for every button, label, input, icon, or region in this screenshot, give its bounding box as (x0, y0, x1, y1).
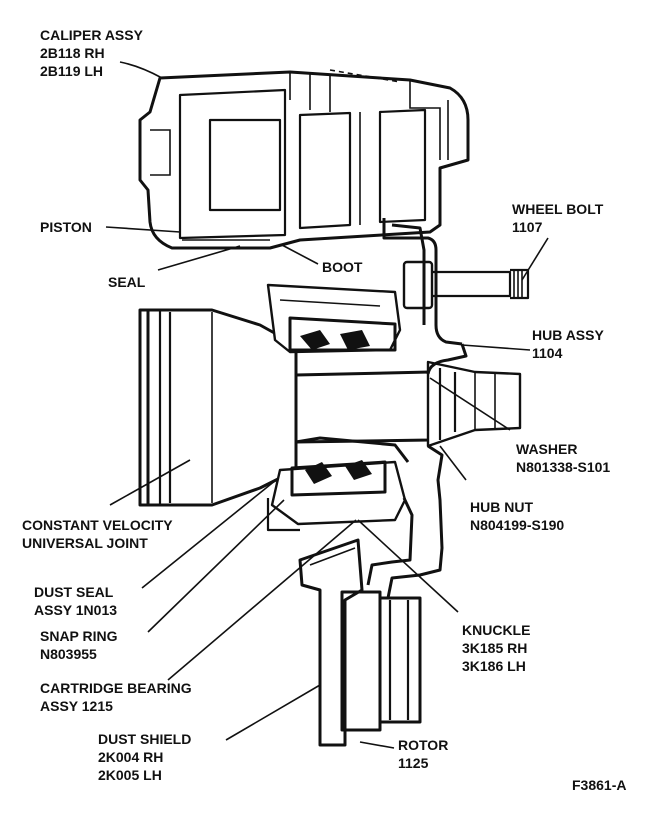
label-boot: BOOT (322, 259, 363, 275)
upper-bearing (266, 283, 402, 354)
label-hub-nut: HUB NUT N804199-S190 (470, 499, 564, 533)
svg-text:2K005 LH: 2K005 LH (98, 767, 162, 783)
lower-bearing (266, 460, 407, 532)
label-cv-joint: CONSTANT VELOCITY UNIVERSAL JOINT (22, 517, 173, 551)
svg-text:ASSY 1N013: ASSY 1N013 (34, 602, 117, 618)
svg-text:3K186 LH: 3K186 LH (462, 658, 526, 674)
label-rotor: ROTOR 1125 (398, 737, 448, 771)
svg-text:UNIVERSAL JOINT: UNIVERSAL JOINT (22, 535, 148, 551)
leader-lines (105, 61, 549, 749)
label-wheel-bolt: WHEEL BOLT 1107 (512, 201, 604, 235)
label-dust-shield: DUST SHIELD 2K004 RH 2K005 LH (98, 731, 191, 783)
svg-text:CARTRIDGE BEARING: CARTRIDGE BEARING (40, 680, 192, 696)
svg-text:WASHER: WASHER (516, 441, 577, 457)
svg-text:ASSY 1215: ASSY 1215 (40, 698, 113, 714)
svg-text:BOOT: BOOT (322, 259, 363, 275)
svg-text:1107: 1107 (512, 219, 543, 235)
svg-text:CALIPER ASSY: CALIPER ASSY (40, 27, 144, 43)
svg-text:N801338-S101: N801338-S101 (516, 459, 610, 475)
svg-text:PISTON: PISTON (40, 219, 92, 235)
label-snap-ring: SNAP RING N803955 (40, 628, 118, 662)
svg-text:WHEEL BOLT: WHEEL BOLT (512, 201, 604, 217)
svg-text:CONSTANT VELOCITY: CONSTANT VELOCITY (22, 517, 173, 533)
label-washer: WASHER N801338-S101 (516, 441, 610, 475)
knuckle (295, 343, 468, 599)
svg-text:HUB ASSY: HUB ASSY (532, 327, 604, 343)
svg-text:SNAP RING: SNAP RING (40, 628, 118, 644)
svg-text:3K185 RH: 3K185 RH (462, 640, 527, 656)
dust-shield (298, 538, 364, 747)
caliper-body (138, 69, 470, 250)
svg-text:ROTOR: ROTOR (398, 737, 448, 753)
hub-flange (382, 218, 463, 346)
figure-id: F3861-A (572, 777, 626, 793)
svg-text:N803955: N803955 (40, 646, 97, 662)
svg-text:HUB NUT: HUB NUT (470, 499, 533, 515)
rotor (340, 590, 422, 732)
svg-text:N804199-S190: N804199-S190 (470, 517, 564, 533)
svg-text:DUST SEAL: DUST SEAL (34, 584, 114, 600)
label-seal: SEAL (108, 274, 146, 290)
spindle-shaft (295, 360, 522, 448)
label-dust-seal: DUST SEAL ASSY 1N013 (34, 584, 117, 618)
label-knuckle: KNUCKLE 3K185 RH 3K186 LH (462, 622, 530, 674)
svg-text:1125: 1125 (398, 755, 429, 771)
svg-text:DUST SHIELD: DUST SHIELD (98, 731, 191, 747)
svg-text:2B119 LH: 2B119 LH (40, 63, 103, 79)
label-hub-assy: HUB ASSY 1104 (532, 327, 604, 361)
svg-text:2K004 RH: 2K004 RH (98, 749, 163, 765)
svg-text:SEAL: SEAL (108, 274, 146, 290)
label-cartridge-bearing: CARTRIDGE BEARING ASSY 1215 (40, 680, 192, 714)
svg-text:1104: 1104 (532, 345, 563, 361)
svg-text:2B118 RH: 2B118 RH (40, 45, 105, 61)
svg-text:KNUCKLE: KNUCKLE (462, 622, 530, 638)
label-piston: PISTON (40, 219, 92, 235)
label-caliper: CALIPER ASSY 2B118 RH 2B119 LH (40, 27, 144, 79)
